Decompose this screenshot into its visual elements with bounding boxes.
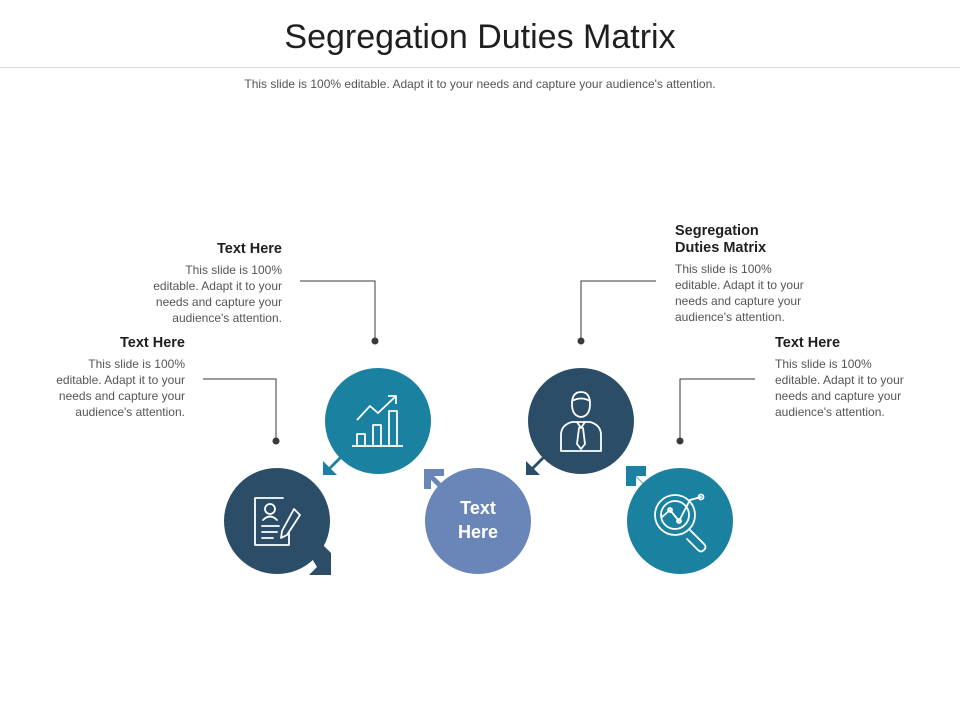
- body-line: This slide is 100%: [88, 357, 185, 371]
- body-line: editable. Adapt it to your: [675, 278, 804, 292]
- page-title: Segregation Duties Matrix: [284, 18, 676, 56]
- arrow-document: [309, 545, 331, 575]
- block-heading: Text Here: [216, 241, 282, 257]
- body-line: This slide is 100%: [185, 263, 282, 277]
- body-line: needs and capture your: [155, 295, 282, 309]
- block-body: This slide is 100% editable. Adapt it to…: [775, 356, 945, 420]
- connector-top-right: [580, 280, 656, 340]
- connector-lines: [203, 280, 755, 440]
- circle-document: [224, 468, 331, 575]
- analytics-magnifier-icon: [654, 493, 707, 553]
- growth-chart-icon: [352, 395, 403, 447]
- arrow-analytics: [626, 466, 646, 487]
- document-pen-icon: [254, 497, 301, 546]
- body-line: needs and capture your: [675, 294, 802, 308]
- block-heading: Segregation Duties Matrix: [675, 223, 845, 257]
- circle-analytics: [626, 466, 733, 574]
- circle-person: [526, 368, 634, 475]
- connector-top-left: [300, 280, 376, 340]
- block-heading: Text Here: [775, 335, 841, 351]
- connector-mid-right: [679, 378, 755, 440]
- circle-growth: [323, 368, 431, 475]
- body-line: This slide is 100%: [775, 357, 872, 371]
- body-line: This slide is 100%: [675, 262, 772, 276]
- center-label-line2: Here: [457, 522, 499, 542]
- page-subtitle: This slide is 100% editable. Adapt it to…: [244, 77, 716, 91]
- connector-dot-mid-left: [272, 437, 280, 445]
- block-body: This slide is 100% editable. Adapt it to…: [675, 261, 845, 325]
- heading-line: Duties Matrix: [675, 240, 767, 256]
- circle-center: [424, 468, 531, 574]
- connector-dot-top-left: [371, 337, 379, 345]
- text-block-top-right: Segregation Duties Matrix This slide is …: [675, 223, 845, 325]
- center-label-line1: Text: [460, 498, 496, 518]
- body-line: editable. Adapt it to your: [775, 373, 904, 387]
- body-line: editable. Adapt it to your: [153, 279, 282, 293]
- text-block-mid-right: Text Here This slide is 100% editable. A…: [775, 335, 945, 420]
- heading-line: Segregation: [675, 223, 759, 239]
- title-divider: [0, 67, 960, 68]
- connector-mid-left: [203, 378, 277, 440]
- arrow-person: [526, 455, 546, 475]
- connector-dot-mid-right: [676, 437, 684, 445]
- connector-dots: [272, 337, 684, 445]
- body-line: audience's attention.: [172, 311, 282, 325]
- connector-dot-top-right: [577, 337, 585, 345]
- text-block-mid-left: Text Here This slide is 100% editable. A…: [15, 335, 185, 420]
- body-line: audience's attention.: [775, 405, 885, 419]
- block-body: This slide is 100% editable. Adapt it to…: [15, 356, 185, 420]
- businessman-icon: [560, 391, 602, 452]
- text-block-top-left: Text Here This slide is 100% editable. A…: [112, 241, 282, 326]
- arrow-growth: [323, 455, 343, 475]
- body-line: audience's attention.: [675, 310, 785, 324]
- body-line: needs and capture your: [775, 389, 902, 403]
- arrow-center: [424, 469, 444, 490]
- block-heading: Text Here: [119, 335, 185, 351]
- body-line: audience's attention.: [75, 405, 185, 419]
- block-body: This slide is 100% editable. Adapt it to…: [112, 262, 282, 326]
- center-label: Text Here: [425, 496, 531, 544]
- body-line: editable. Adapt it to your: [56, 373, 185, 387]
- body-line: needs and capture your: [58, 389, 185, 403]
